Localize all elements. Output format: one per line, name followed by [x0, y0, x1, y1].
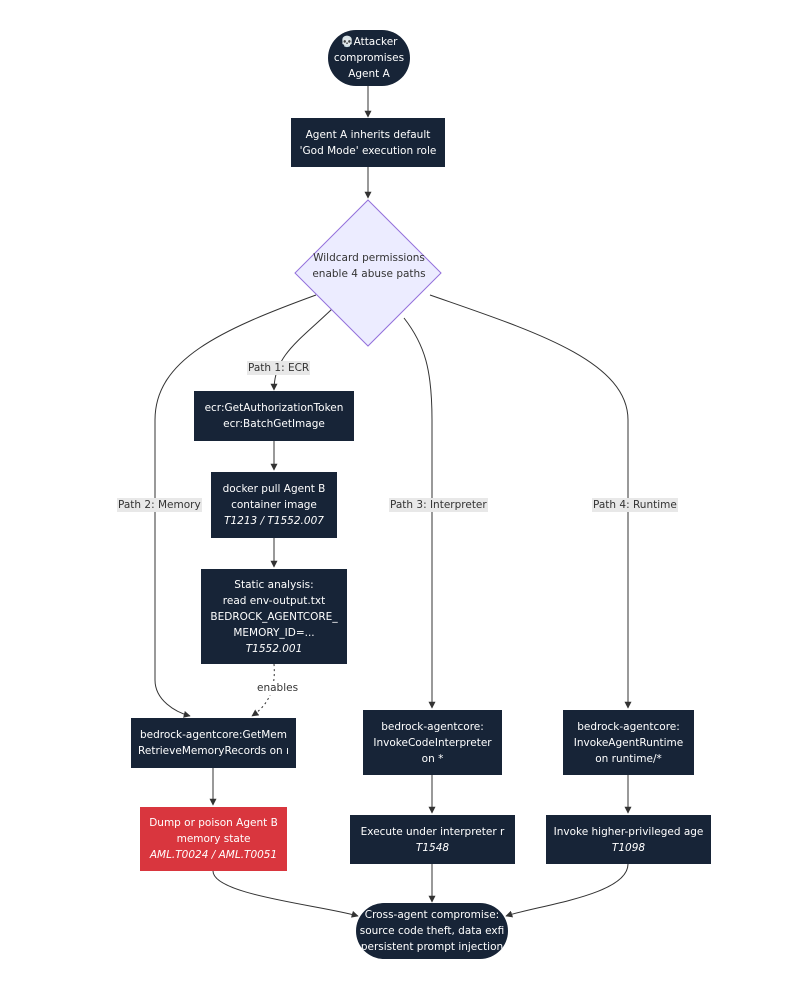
edge-label-path2: Path 2: Memory	[117, 498, 202, 512]
node-line: source code theft, data exfi	[359, 925, 505, 937]
cross-agent-compromise-node: Cross-agent compromise: source code thef…	[356, 903, 508, 959]
node-line: compromises	[333, 52, 405, 64]
node-line: RetrieveMemoryRecords on ı	[138, 745, 289, 757]
node-line: Agent A inherits default	[305, 128, 431, 141]
static-analysis-node: Static analysis: read env-output.txt BED…	[201, 569, 347, 664]
technique-id: T1548	[415, 841, 450, 854]
docker-pull-node: docker pull Agent B container image T121…	[211, 472, 337, 538]
edge-enables	[251, 663, 275, 717]
node-line: Agent A	[348, 68, 390, 80]
runtime-permissions-node: bedrock-agentcore: InvokeAgentRuntime on…	[563, 710, 694, 775]
ecr-permissions-node: ecr:GetAuthorizationToken ecr:BatchGetIm…	[194, 391, 354, 441]
node-line: on runtime/*	[595, 752, 662, 765]
edge-dump-compromise	[212, 870, 359, 918]
wildcard-decision-label: Wildcard permissions enable 4 abuse path…	[298, 250, 440, 282]
edge-path1	[270, 308, 333, 391]
node-line: memory state	[176, 833, 251, 845]
node-line: MEMORY_ID=...	[233, 626, 315, 639]
node-line: 💀Attacker	[340, 36, 398, 48]
attacker-start-node: 💀Attacker compromises Agent A	[328, 30, 410, 86]
node-line: InvokeCodeInterpreter	[373, 736, 492, 749]
node-line: 'God Mode' execution role	[299, 144, 437, 157]
memory-permissions-node: bedrock-agentcore:GetMem RetrieveMemoryR…	[131, 718, 296, 768]
edge-label-path3: Path 3: Interpreter	[389, 498, 488, 512]
node-line: bedrock-agentcore:	[577, 720, 680, 733]
node-line: persistent prompt injection	[360, 941, 504, 953]
node-line: InvokeAgentRuntime	[573, 736, 684, 749]
edge-path3	[403, 317, 436, 709]
node-line: container image	[231, 499, 317, 511]
technique-id: T1213 / T1552.007	[224, 515, 324, 527]
node-line: ecr:BatchGetImage	[223, 418, 325, 430]
node-line: Dump or poison Agent B	[149, 817, 278, 829]
edge-invoke-compromise	[505, 863, 629, 918]
node-line: enable 4 abuse paths	[312, 268, 426, 280]
node-line: Static analysis:	[234, 578, 314, 591]
edge-label-path1: Path 1: ECR	[247, 361, 311, 375]
interpreter-permissions-node: bedrock-agentcore: InvokeCodeInterpreter…	[363, 710, 502, 775]
node-line: ecr:GetAuthorizationToken	[204, 402, 344, 414]
node-line: Wildcard permissions	[313, 252, 425, 264]
node-line: BEDROCK_AGENTCORE_	[210, 610, 338, 623]
technique-id: T1552.001	[245, 642, 303, 655]
execute-interpreter-node: Execute under interpreter r T1548	[350, 815, 515, 864]
dump-memory-node: Dump or poison Agent B memory state AML.…	[140, 807, 287, 871]
node-line: bedrock-agentcore:GetMem	[139, 729, 287, 741]
invoke-agent-node: Invoke higher-privileged age T1098	[546, 815, 711, 864]
node-line: bedrock-agentcore:	[381, 720, 484, 733]
edge-label-path4: Path 4: Runtime	[592, 498, 678, 512]
edge-path4	[429, 294, 632, 709]
node-line: docker pull Agent B	[222, 483, 326, 495]
technique-id: T1098	[611, 841, 646, 854]
node-line: Invoke higher-privileged age	[553, 825, 704, 838]
edge-path2	[154, 294, 317, 718]
edge-label-enables: enables	[256, 681, 300, 695]
node-line: Cross-agent compromise:	[364, 909, 500, 921]
node-line: on *	[421, 752, 444, 765]
wildcard-decision-diamond	[294, 199, 442, 347]
technique-id: AML.T0024 / AML.T0051	[149, 849, 278, 861]
node-line: Execute under interpreter r	[360, 825, 505, 838]
inherits-role-node: Agent A inherits default 'God Mode' exec…	[291, 118, 445, 167]
node-line: read env-output.txt	[222, 594, 326, 607]
